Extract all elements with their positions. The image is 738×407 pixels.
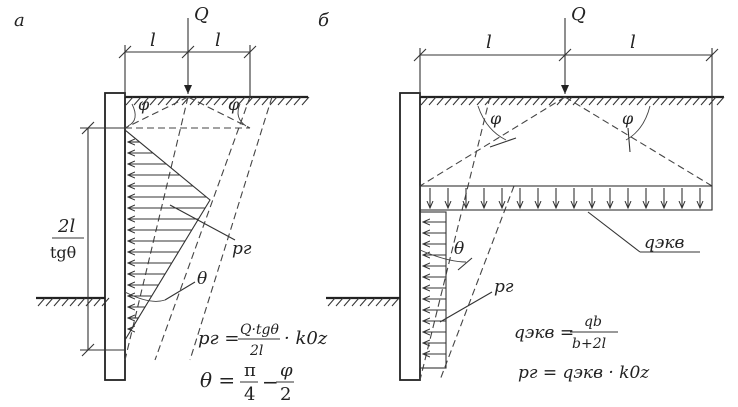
panel-a-formula-theta-lhs: θ = xyxy=(200,368,235,392)
panel-a-letter: а xyxy=(14,10,25,31)
panel-a-span-left: l xyxy=(150,30,156,51)
panel-a-formula-theta-minus: − xyxy=(262,370,279,394)
panel-b-wall xyxy=(399,92,421,381)
panel-a-span-right: l xyxy=(215,30,221,51)
panel-b-formula-q-num: qb xyxy=(584,314,602,330)
panel-b-pressure-diagram xyxy=(419,211,447,369)
panel-b-angle-left: φ xyxy=(490,109,502,128)
panel-a-theta-label: θ xyxy=(197,269,207,289)
panel-a-formula-theta-den2: 2 xyxy=(280,384,291,405)
panel-a: а l l Q φ φ p xyxy=(14,4,328,405)
panel-a-formula-p-den: 2l xyxy=(249,343,263,359)
panel-b: б l l Q φ φ qэ xyxy=(318,4,725,383)
panel-b-pressure-arrows xyxy=(423,222,446,354)
panel-a-angle-left: φ xyxy=(138,95,150,114)
panel-b-formula-q-lhs: qэкв = xyxy=(514,323,574,343)
panel-a-angle-right: φ xyxy=(228,95,240,114)
panel-a-height-den: tgθ xyxy=(50,243,76,262)
panel-a-formula-theta-num1: π xyxy=(244,360,256,381)
panel-b-qekv-label: qэкв xyxy=(644,233,685,253)
panel-b-letter: б xyxy=(318,10,330,31)
panel-b-ground-hatch xyxy=(420,96,725,106)
panel-b-span-left: l xyxy=(486,32,492,53)
panel-a-formula-p-tail: · k0z xyxy=(284,328,328,349)
panel-b-formula-p: pг = qэкв · k0z xyxy=(518,363,650,383)
panel-b-qekv-leader xyxy=(587,211,641,253)
panel-b-pressure-label: pг xyxy=(494,277,514,297)
panel-b-theta-label: θ xyxy=(454,239,464,259)
panel-a-ground-hatch xyxy=(125,96,310,106)
panel-b-qekv-arrows xyxy=(430,188,700,208)
panel-a-pressure-diagram xyxy=(124,129,211,341)
panel-a-formula-theta-num2: φ xyxy=(280,360,293,381)
panel-b-angle-right: φ xyxy=(622,109,634,128)
panel-b-formula-q-den: b+2l xyxy=(572,336,606,352)
panel-b-span-right: l xyxy=(630,32,636,53)
panel-a-load-label: Q xyxy=(194,4,209,25)
panel-a-formula-p-num: Q·tgθ xyxy=(240,322,280,338)
panel-b-pressure-leader xyxy=(439,291,493,323)
panel-a-pressure-arrows xyxy=(128,142,207,329)
panel-a-pressure-leader xyxy=(169,204,236,241)
panel-a-formula-theta-den1: 4 xyxy=(244,384,255,405)
panel-a-height-num: 2l xyxy=(57,216,75,237)
panel-b-qekv-strip xyxy=(419,185,713,211)
panel-a-pressure-label: pг xyxy=(232,239,252,259)
panel-b-load-label: Q xyxy=(571,4,586,25)
panel-b-lower-hatch xyxy=(327,297,400,307)
panel-a-formula-p-lhs: pг = xyxy=(198,328,239,349)
panel-a-lower-hatch xyxy=(37,297,110,307)
panel-a-wall xyxy=(104,92,126,381)
